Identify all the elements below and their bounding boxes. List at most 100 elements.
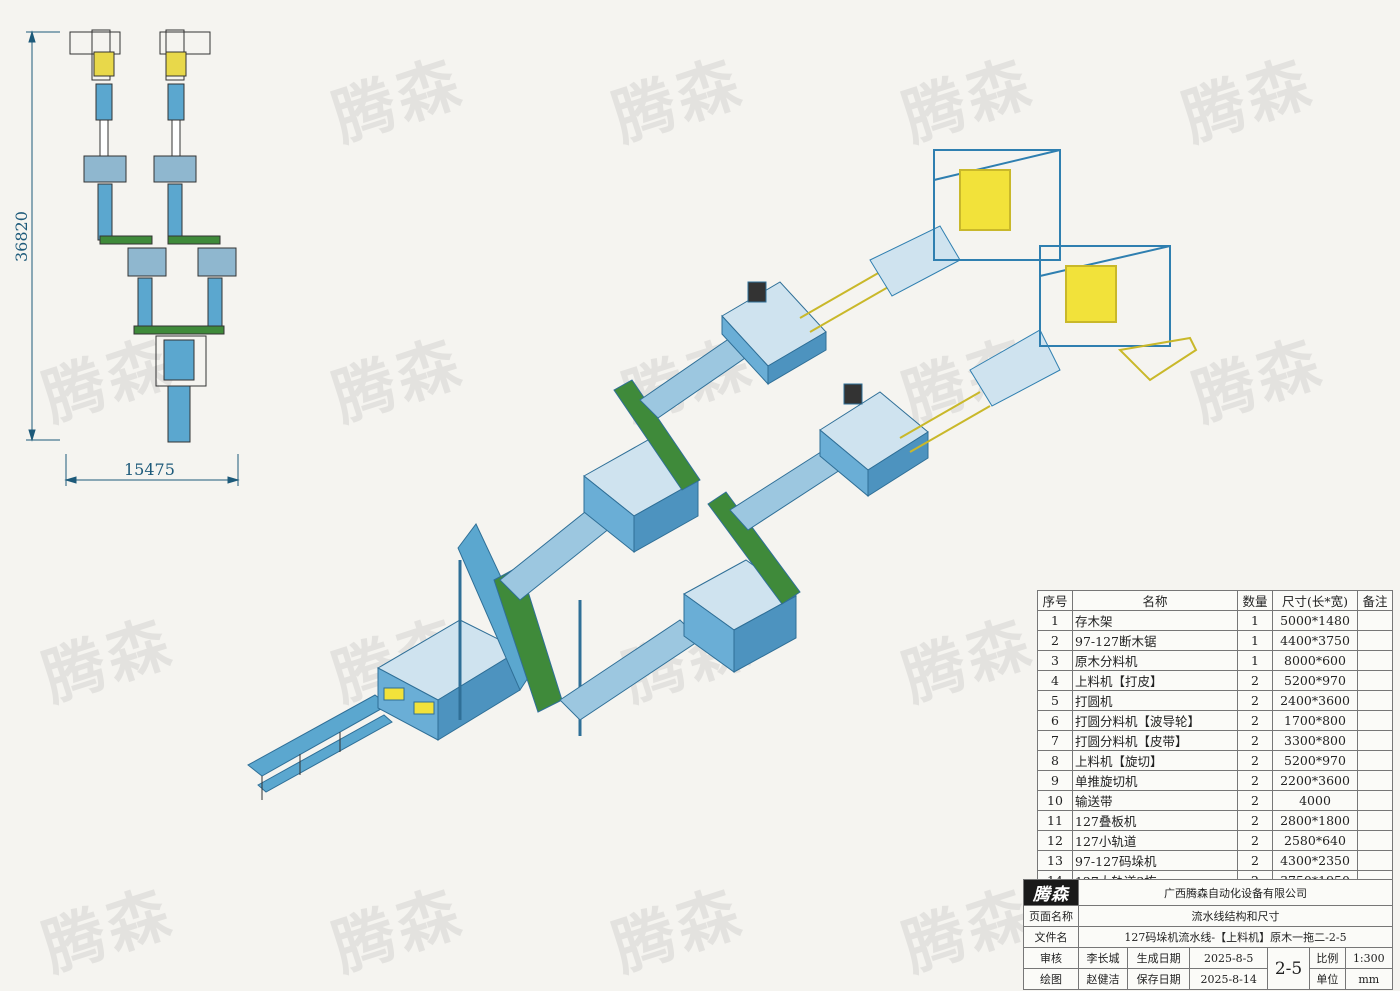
row-remark [1357,830,1393,851]
row-size: 3300*800 [1272,730,1358,751]
row-remark [1357,730,1393,751]
row-no: 12 [1037,830,1073,851]
row-qty: 2 [1237,770,1273,791]
row-no: 2 [1037,630,1073,651]
width-dimension-label: 15475 [124,460,175,479]
row-name: 原木分料机 [1072,650,1238,671]
row-qty: 2 [1237,790,1273,811]
row-qty: 1 [1237,610,1273,631]
row-size: 5200*970 [1272,750,1358,771]
row-no: 4 [1037,670,1073,691]
row-remark [1357,610,1393,631]
row-size: 2200*3600 [1272,770,1358,791]
row-remark [1357,670,1393,691]
reviewer-label: 审核 [1023,947,1079,969]
lower-branch-3d [559,383,929,721]
drafter: 赵健洁 [1078,968,1128,990]
row-size: 4300*2350 [1272,850,1358,871]
row-no: 6 [1037,710,1073,731]
created-date: 2025-8-5 [1189,947,1269,969]
stacker-2-3d [969,245,1198,407]
row-name: 127叠板机 [1072,810,1238,831]
row-size: 2400*3600 [1272,690,1358,711]
row-qty: 2 [1237,670,1273,691]
row-name: 上料机【旋切】 [1072,750,1238,771]
row-remark [1357,690,1393,711]
row-remark [1357,650,1393,671]
row-size: 4400*3750 [1272,630,1358,651]
row-name: 存木架 [1072,610,1238,631]
splitter-tower-3d [457,523,582,736]
row-name: 打圆分料机【皮带】 [1072,730,1238,751]
height-dimension-label: 36820 [12,211,31,262]
row-remark [1357,770,1393,791]
col-qty: 数量 [1237,590,1273,611]
isometric-line-view [247,149,1198,800]
row-no: 9 [1037,770,1073,791]
row-qty: 2 [1237,730,1273,751]
row-remark [1357,710,1393,731]
row-remark [1357,810,1393,831]
row-qty: 2 [1237,690,1273,711]
row-no: 8 [1037,750,1073,771]
width-dimension-line [64,454,240,486]
row-size: 5200*970 [1272,670,1358,691]
col-remark: 备注 [1357,590,1393,611]
row-no: 5 [1037,690,1073,711]
parts-table-header: 序号 名称 数量 尺寸(长*宽) 备注 [1037,590,1393,611]
row-size: 8000*600 [1272,650,1358,671]
created-date-label: 生成日期 [1126,947,1191,969]
title-block: 腾森 广西腾森自动化设备有限公司 页面名称 流水线结构和尺寸 文件名 127码垛… [1023,879,1394,990]
saved-date-label: 保存日期 [1126,968,1191,990]
row-qty: 2 [1237,850,1273,871]
scale-label: 比例 [1309,947,1346,969]
page-name-label: 页面名称 [1023,905,1079,927]
storage-rack-3d [247,694,393,800]
scale: 1:300 [1344,947,1394,969]
drafter-label: 绘图 [1023,968,1079,990]
col-no: 序号 [1037,590,1073,611]
upper-branch-3d [499,281,827,601]
row-size: 5000*1480 [1272,610,1358,631]
row-size: 1700*800 [1272,710,1358,731]
row-qty: 2 [1237,830,1273,851]
row-name: 127小轨道 [1072,830,1238,851]
row-qty: 2 [1237,750,1273,771]
row-no: 7 [1037,730,1073,751]
row-no: 13 [1037,850,1073,871]
stacker-1-3d [869,149,1061,297]
unit: mm [1344,968,1394,990]
file-name-label: 文件名 [1023,926,1079,948]
row-name: 打圆分料机【波导轮】 [1072,710,1238,731]
conveyors-3d [799,271,991,453]
row-name: 输送带 [1072,790,1238,811]
row-remark [1357,630,1393,651]
row-no: 11 [1037,810,1073,831]
sheet-number: 2-5 [1267,947,1311,990]
row-name: 97-127断木锯 [1072,630,1238,651]
row-name: 上料机【打皮】 [1072,670,1238,691]
height-dimension-line [26,30,60,442]
row-qty: 1 [1237,650,1273,671]
row-no: 10 [1037,790,1073,811]
plan-view [69,29,237,443]
page-name: 流水线结构和尺寸 [1078,905,1393,927]
company-logo: 腾森 [1023,879,1079,906]
row-no: 1 [1037,610,1073,631]
row-size: 2800*1800 [1272,810,1358,831]
row-qty: 1 [1237,630,1273,651]
row-size: 2580*640 [1272,830,1358,851]
row-qty: 2 [1237,710,1273,731]
